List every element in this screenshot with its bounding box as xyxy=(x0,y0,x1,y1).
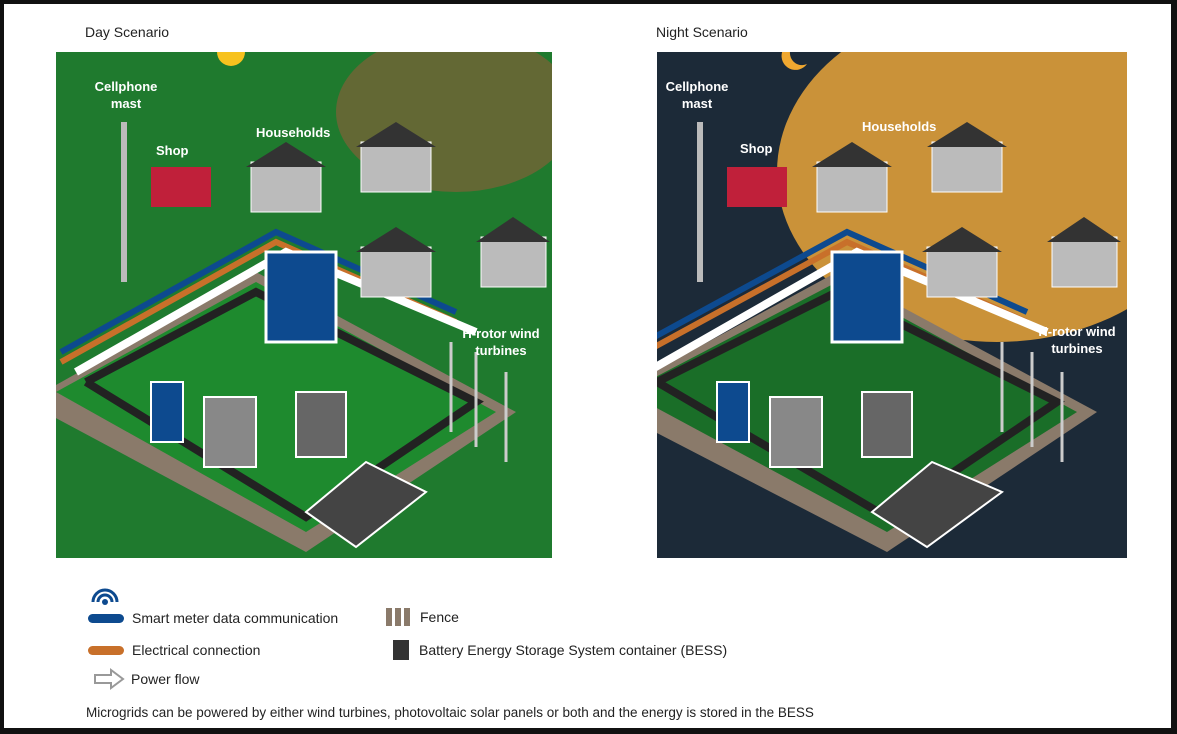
day-scenario-title: Day Scenario xyxy=(85,24,170,40)
electrical-swatch xyxy=(88,645,124,655)
day-label-shop: Shop xyxy=(156,143,189,158)
day-shop xyxy=(151,167,211,207)
day-inverter xyxy=(203,396,257,468)
fence-icon xyxy=(386,608,410,626)
legend-item-power-flow: Power flow xyxy=(93,668,199,690)
night-wind-turbines xyxy=(1000,342,1064,462)
night-scene-svg xyxy=(657,52,1127,558)
day-solar-pv xyxy=(304,460,428,549)
legend-item-bess: Battery Energy Storage System container … xyxy=(393,640,727,660)
day-label-h-rotor: H-rotor wind turbines xyxy=(462,326,540,358)
night-scenario-title: Night Scenario xyxy=(656,24,748,40)
day-scenario-illustration: Cellphone mast Shop Households H-rotor w… xyxy=(56,52,552,558)
wifi-signal-icon xyxy=(91,588,119,605)
night-bess xyxy=(861,391,913,458)
legend-item-electrical: Electrical connection xyxy=(88,642,260,658)
day-scene-svg xyxy=(56,52,552,558)
legend-item-smart-meter: Smart meter data communication xyxy=(88,610,338,626)
day-wind-turbines xyxy=(449,342,508,462)
night-label-shop: Shop xyxy=(740,141,773,156)
night-inverter xyxy=(769,396,823,468)
day-label-cellphone-mast: Cellphone mast xyxy=(94,79,158,111)
night-label-households: Households xyxy=(862,119,937,134)
smart-meter-swatch xyxy=(88,613,124,623)
day-bess xyxy=(295,391,347,458)
day-label-households: Households xyxy=(256,125,331,140)
legend-label-fence: Fence xyxy=(420,609,459,625)
night-shop xyxy=(727,167,787,207)
night-label-h-rotor: H-rotor wind turbines xyxy=(1038,324,1116,356)
legend-label-power-flow: Power flow xyxy=(131,671,200,687)
night-scenario-illustration: Cellphone mast Shop Households H-rotor w… xyxy=(657,52,1127,558)
arrow-outline-icon xyxy=(94,668,125,690)
figure-caption: Microgrids can be powered by either wind… xyxy=(86,705,814,720)
bess-swatch xyxy=(393,640,409,660)
legend-item-fence: Fence xyxy=(386,608,459,626)
moon-icon xyxy=(781,52,807,70)
night-cellphone-mast xyxy=(697,122,703,282)
night-local-computer xyxy=(830,250,904,344)
night-label-cellphone-mast: Cellphone mast xyxy=(665,79,729,111)
legend-label-smart-meter: Smart meter data communication xyxy=(132,610,339,626)
night-controller xyxy=(716,381,750,443)
night-households xyxy=(812,122,1121,298)
day-households xyxy=(246,122,550,298)
day-cellphone-mast xyxy=(121,122,127,282)
day-controller xyxy=(150,381,184,443)
day-local-computer xyxy=(264,250,338,344)
legend-label-bess: Battery Energy Storage System container … xyxy=(419,642,728,658)
legend-label-electrical: Electrical connection xyxy=(132,642,261,658)
night-solar-pv xyxy=(870,460,1005,549)
sun-icon xyxy=(217,52,245,66)
